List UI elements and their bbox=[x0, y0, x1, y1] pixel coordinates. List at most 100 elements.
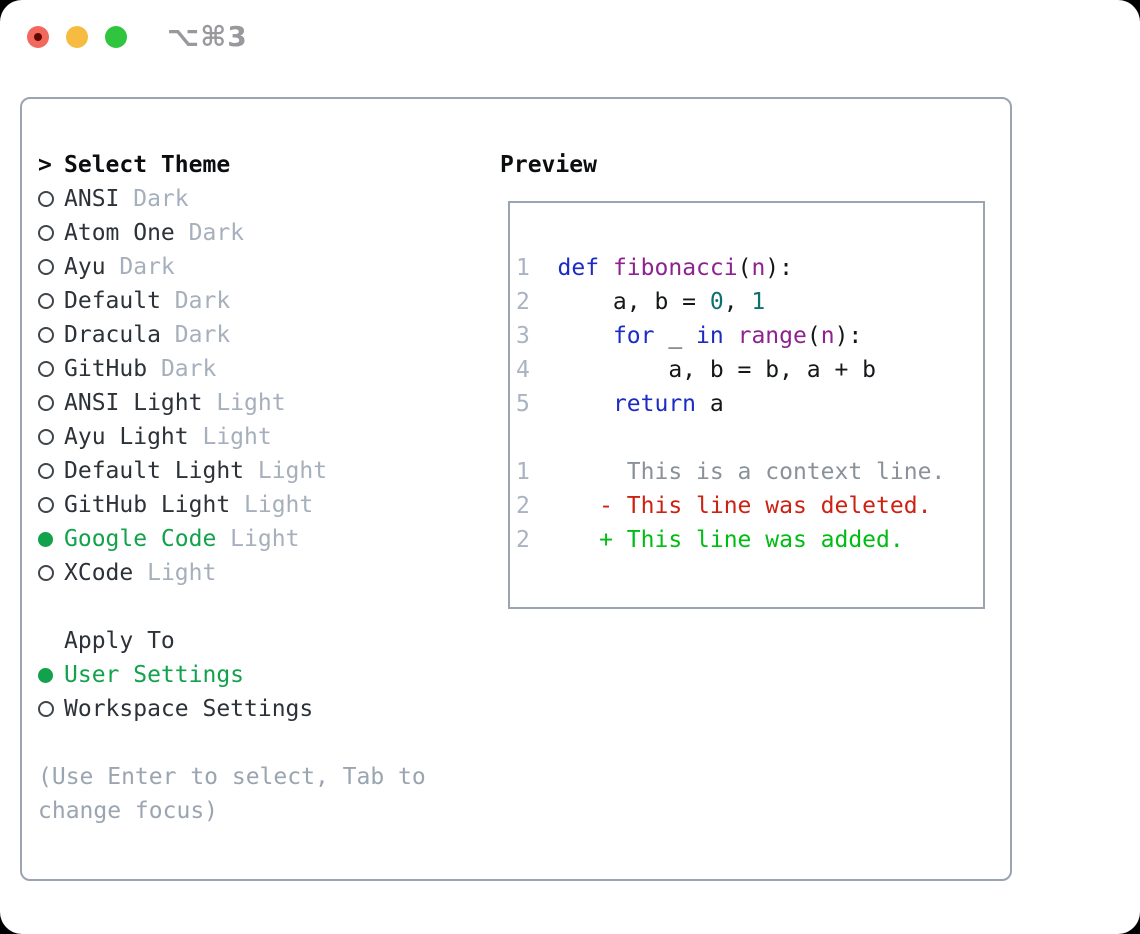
line-number: 5 bbox=[516, 391, 530, 417]
line-number: 2 bbox=[516, 493, 530, 519]
code-token bbox=[530, 323, 613, 349]
code-token: range bbox=[737, 323, 807, 349]
select-theme-title: Select Theme bbox=[64, 152, 231, 178]
preview-title: Preview bbox=[500, 152, 597, 178]
spacer bbox=[38, 726, 426, 760]
theme-option-xcode[interactable]: XCode Light bbox=[38, 556, 426, 590]
code-line bbox=[516, 421, 983, 455]
code-line: 2 a, b = 0, 1 bbox=[516, 285, 983, 319]
radio-icon bbox=[38, 429, 54, 445]
help-text-line: (Use Enter to select, Tab to bbox=[38, 764, 426, 790]
theme-option-ayu-light[interactable]: Ayu Light Light bbox=[38, 420, 426, 454]
theme-option-label: Google Code bbox=[64, 526, 217, 552]
code-token: a, b = b, a + b bbox=[529, 357, 877, 383]
theme-option-label: XCode bbox=[64, 560, 134, 586]
line-number: 1 bbox=[516, 459, 530, 485]
code-line: 4 a, b = b, a + b bbox=[516, 353, 983, 387]
theme-option-default-light[interactable]: Default Light Light bbox=[38, 454, 426, 488]
code-line: 3 for _ in range(n): bbox=[516, 319, 983, 353]
code-token bbox=[724, 323, 738, 349]
close-button[interactable] bbox=[27, 26, 49, 48]
code-token: in bbox=[696, 323, 724, 349]
code-token: ( bbox=[806, 323, 821, 349]
radio-icon bbox=[38, 327, 54, 343]
radio-icon bbox=[38, 191, 54, 207]
code-token: n bbox=[820, 323, 835, 349]
code-token: - This line was deleted. bbox=[529, 493, 932, 519]
theme-option-label: GitHub Light bbox=[64, 492, 231, 518]
theme-variant-label: Dark bbox=[174, 220, 245, 246]
line-number: 2 bbox=[516, 527, 530, 553]
code-token bbox=[599, 255, 613, 281]
code-token: , bbox=[723, 289, 752, 315]
code-line: 5 return a bbox=[516, 387, 983, 421]
window-title: ⌥⌘3 bbox=[167, 20, 248, 53]
code-token: n bbox=[751, 255, 766, 281]
code-token: 0 bbox=[709, 289, 724, 315]
code-token: _ bbox=[654, 323, 697, 349]
code-line: 1 def fibonacci(n): bbox=[516, 251, 983, 285]
theme-option-github-light[interactable]: GitHub Light Light bbox=[38, 488, 426, 522]
apply-option-workspace-settings[interactable]: Workspace Settings bbox=[38, 692, 426, 726]
code-line: 2 + This line was added. bbox=[516, 523, 983, 557]
theme-option-atom-one[interactable]: Atom One Dark bbox=[38, 216, 426, 250]
maximize-button[interactable] bbox=[105, 26, 127, 48]
theme-option-label: Atom One bbox=[64, 220, 175, 246]
theme-variant-label: Light bbox=[188, 424, 272, 450]
close-dot-icon bbox=[34, 33, 42, 41]
theme-option-label: ANSI Light bbox=[64, 390, 203, 416]
code-token: for bbox=[612, 323, 655, 349]
radio-selected-icon bbox=[38, 531, 53, 547]
selection-pointer-icon: > bbox=[38, 152, 52, 178]
line-number: 1 bbox=[516, 255, 530, 281]
theme-option-dracula[interactable]: Dracula Dark bbox=[38, 318, 426, 352]
radio-icon bbox=[38, 565, 54, 581]
code-line: 1 This is a context line. bbox=[516, 455, 983, 489]
theme-option-label: ANSI bbox=[64, 186, 120, 212]
apply-option-label: Workspace Settings bbox=[64, 696, 314, 722]
radio-icon bbox=[38, 361, 54, 377]
code-token: This is a context line. bbox=[529, 459, 946, 485]
theme-variant-label: Dark bbox=[160, 322, 231, 348]
theme-option-default[interactable]: Default Dark bbox=[38, 284, 426, 318]
theme-variant-label: Dark bbox=[105, 254, 175, 280]
line-number: 3 bbox=[516, 323, 530, 349]
minimize-button[interactable] bbox=[66, 26, 88, 48]
theme-option-ansi-light[interactable]: ANSI Light Light bbox=[38, 386, 426, 420]
radio-icon bbox=[38, 225, 54, 241]
code-token bbox=[530, 391, 613, 417]
apply-option-user-settings[interactable]: User Settings bbox=[38, 658, 426, 692]
spacer bbox=[38, 590, 426, 624]
code-token: ): bbox=[765, 255, 793, 281]
theme-variant-label: Dark bbox=[160, 288, 231, 314]
theme-variant-label: Light bbox=[216, 526, 300, 552]
radio-icon bbox=[38, 395, 54, 411]
theme-option-label: Dracula bbox=[64, 322, 161, 348]
theme-variant-label: Dark bbox=[147, 356, 217, 382]
window-titlebar: ⌥⌘3 bbox=[0, 0, 1140, 60]
theme-variant-label: Dark bbox=[119, 186, 189, 212]
code-token: ): bbox=[834, 323, 863, 349]
theme-option-ansi[interactable]: ANSI Dark bbox=[38, 182, 426, 216]
theme-option-ayu[interactable]: Ayu Dark bbox=[38, 250, 426, 284]
code-token: ( bbox=[737, 255, 752, 281]
theme-option-label: GitHub bbox=[64, 356, 148, 382]
radio-icon bbox=[38, 497, 54, 513]
code-token: a, b = bbox=[529, 289, 710, 315]
apply-to-title: Apply To bbox=[64, 628, 175, 654]
theme-option-label: Ayu bbox=[64, 254, 106, 280]
theme-option-label: Default Light bbox=[64, 458, 245, 484]
theme-option-github[interactable]: GitHub Dark bbox=[38, 352, 426, 386]
theme-option-google-code[interactable]: Google Code Light bbox=[38, 522, 426, 556]
code-token: def bbox=[557, 255, 600, 281]
apply-to-header: Apply To bbox=[38, 624, 426, 658]
